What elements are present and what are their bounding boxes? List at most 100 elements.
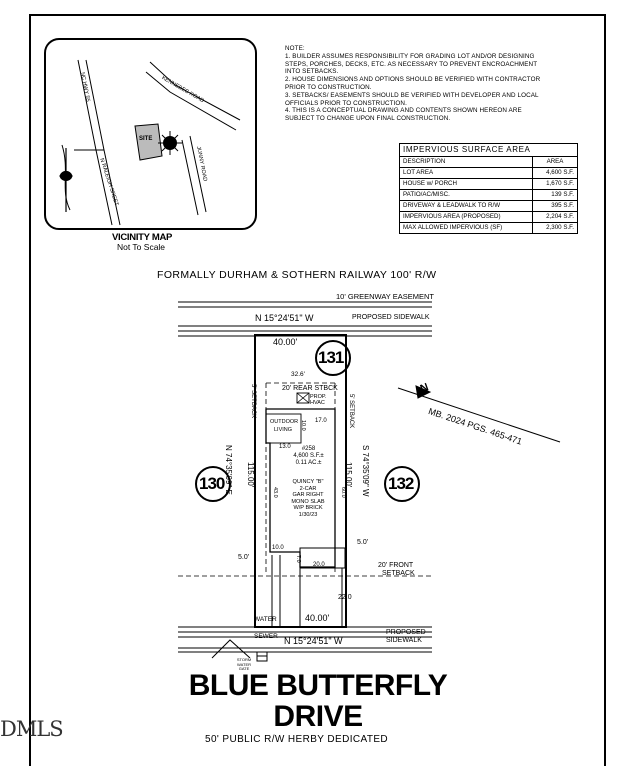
table-row: PATIO/AC/MISC.139 S.F. <box>399 189 578 201</box>
vicinity-map-frame <box>44 38 257 230</box>
right-length: 115.00' <box>344 462 353 488</box>
note-line: 4. THIS IS A CONCEPTUAL DRAWING AND CONT… <box>285 107 522 115</box>
house-info: QUINCY "B" 2-CAR GAR RIGHT MONO SLAB W/P… <box>281 479 335 518</box>
row-description: LOT AREA <box>399 167 533 179</box>
north-arrow-icon <box>59 148 73 212</box>
house-date: 1/30/23 <box>298 511 318 518</box>
impervious-surface-table: IMPERVIOUS SURFACE AREA DESCRIPTION AREA… <box>399 143 578 234</box>
street-name-line-1: BLUE BUTTERFLY <box>188 669 448 702</box>
watermark-logo: DMLS <box>0 717 64 741</box>
lot-info: #258 4,600 S.F.± 0.11 AC.± <box>286 446 331 467</box>
note-line: SUBJECT TO CHANGE UPON FINAL CONSTRUCTIO… <box>285 115 451 123</box>
right-bearing: S 74°35'09" W <box>361 445 370 497</box>
left-length: 115.00' <box>246 462 255 488</box>
left-setback-label: 5' SETBACK <box>250 384 256 419</box>
note-line: PRIOR TO CONSTRUCTION. <box>285 83 372 91</box>
table-row: MAX ALLOWED IMPERVIOUS (SF)2,300 S.F. <box>399 222 578 234</box>
storm-water-structure <box>211 639 268 662</box>
storm-water-label: STORM WATER GATE <box>234 657 254 672</box>
dim-32-6: 32.6' <box>291 371 305 378</box>
street-name: BLUE BUTTERFLY DRIVE <box>150 670 486 732</box>
hvac-label: PROP. HVAC <box>310 394 327 407</box>
dim-60: 60.0 <box>340 487 346 498</box>
note-line: 2. HOUSE DIMENSIONS AND OPTIONS SHOULD B… <box>285 76 541 84</box>
lot-132-circle <box>384 466 420 502</box>
lot-acreage: 0.11 AC.± <box>295 460 322 466</box>
top-width: 40.00' <box>273 337 298 347</box>
house-garage: 2-CAR <box>299 485 317 492</box>
impervious-table-title: IMPERVIOUS SURFACE AREA <box>399 143 578 157</box>
note-line: STEPS, PORCHES, DECKS, ETC. AS NECESSARY… <box>285 60 538 68</box>
left-bearing: N 74°35'09" E <box>224 445 233 495</box>
right-setback-label: 5' SETBACK <box>348 394 354 429</box>
note-line: INTO SETBACKS. <box>285 68 339 76</box>
outdoor-living-label-1: OUTDOOR <box>270 419 299 425</box>
row-area: 395 S.F. <box>532 200 578 212</box>
dim-22: 22.0 <box>338 594 352 601</box>
proposed-sidewalk-top: PROPOSED SIDEWALK <box>352 314 430 321</box>
lot-130-number: 130 <box>199 474 225 493</box>
row-area: 2,300 S.F. <box>532 222 578 234</box>
storm-water-line-2: WATER <box>237 661 251 667</box>
note-line: OFFICIALS PRIOR TO CONSTRUCTION. <box>285 99 407 107</box>
vicinity-map-subtitle: Not To Scale <box>117 242 166 252</box>
row-area: 4,600 S.F. <box>532 167 578 179</box>
sewer-label: SEWER <box>254 633 278 640</box>
row-description: MAX ALLOWED IMPERVIOUS (SF) <box>399 222 533 234</box>
site-label: SITE <box>139 136 153 142</box>
sheet-border <box>29 14 606 766</box>
vicinity-site-marker <box>134 123 182 161</box>
house-foundation: MONO SLAB <box>291 498 325 505</box>
row-description: DRIVEWAY & LEADWALK TO R/W <box>399 200 533 212</box>
lot-132-number: 132 <box>388 474 414 493</box>
row-description: IMPERVIOUS AREA (PROPOSED) <box>399 211 533 223</box>
driveway <box>271 555 343 627</box>
plat-arrow <box>397 385 561 443</box>
proposed-sidewalk-bottom-1: PROPOSED <box>386 629 426 636</box>
dim-43: 43.0 <box>272 487 278 498</box>
note-line: 1. BUILDER ASSUMES RESPONSIBILITY FOR GR… <box>285 52 535 60</box>
dim-10b: 10.0 <box>272 545 284 551</box>
garage-front <box>299 547 346 569</box>
lot-number-tag: #258 <box>301 446 316 452</box>
dim-5-right: 5.0' <box>357 539 369 546</box>
vicinity-map-title: VICINITY MAP <box>112 232 173 243</box>
note-line: 3. SETBACKS/ EASEMENTS SHOULD BE VERIFIE… <box>285 91 539 99</box>
lot-131-number: 131 <box>318 348 344 367</box>
right-of-way-dedication: 50' PUBLIC R/W HERBY DEDICATED <box>205 734 389 745</box>
dim-7: 7.0 <box>295 555 301 563</box>
front-setback-label-2: SETBACK <box>382 570 415 577</box>
hvac-pad <box>296 392 310 404</box>
storm-water-line-3: GATE <box>238 666 250 671</box>
lot-131-circle <box>315 340 351 376</box>
lot-130-circle <box>195 466 231 502</box>
bottom-width: 40.00' <box>305 613 330 623</box>
bottom-row-lines <box>178 626 432 653</box>
dim-13: 13.0 <box>279 444 291 450</box>
dim-5-left: 5.0' <box>238 554 250 561</box>
storm-water-line-1: STORM <box>236 657 252 662</box>
front-setback-label-1: 20' FRONT <box>378 562 414 569</box>
house-garage-side: GAR RIGHT <box>292 492 324 498</box>
water-label: WATER <box>254 616 277 623</box>
outdoor-living-area <box>265 413 302 444</box>
rear-setback-label: 20' REAR STBCK <box>282 385 338 392</box>
row-area: 1,670 S.F. <box>532 178 578 190</box>
row-area: 139 S.F. <box>532 189 578 201</box>
house-exterior: W/P BRICK <box>293 505 323 511</box>
outdoor-living-label-2: LIVING <box>274 427 293 433</box>
house-model: QUINCY "B" <box>292 479 324 485</box>
railway-label: FORMALLY DURHAM & SOTHERN RAILWAY 100' R… <box>157 269 437 281</box>
column-header-area: AREA <box>532 156 578 168</box>
proposed-sidewalk-bottom-2: SIDEWALK <box>386 637 422 644</box>
column-header-description: DESCRIPTION <box>399 156 533 168</box>
table-row: IMPERVIOUS AREA (PROPOSED)2,204 S.F. <box>399 211 578 223</box>
row-area: 2,204 S.F. <box>532 211 578 223</box>
notes-block: NOTE: 1. BUILDER ASSUMES RESPONSIBILITY … <box>285 45 541 123</box>
row-description: HOUSE w/ PORCH <box>399 178 533 190</box>
